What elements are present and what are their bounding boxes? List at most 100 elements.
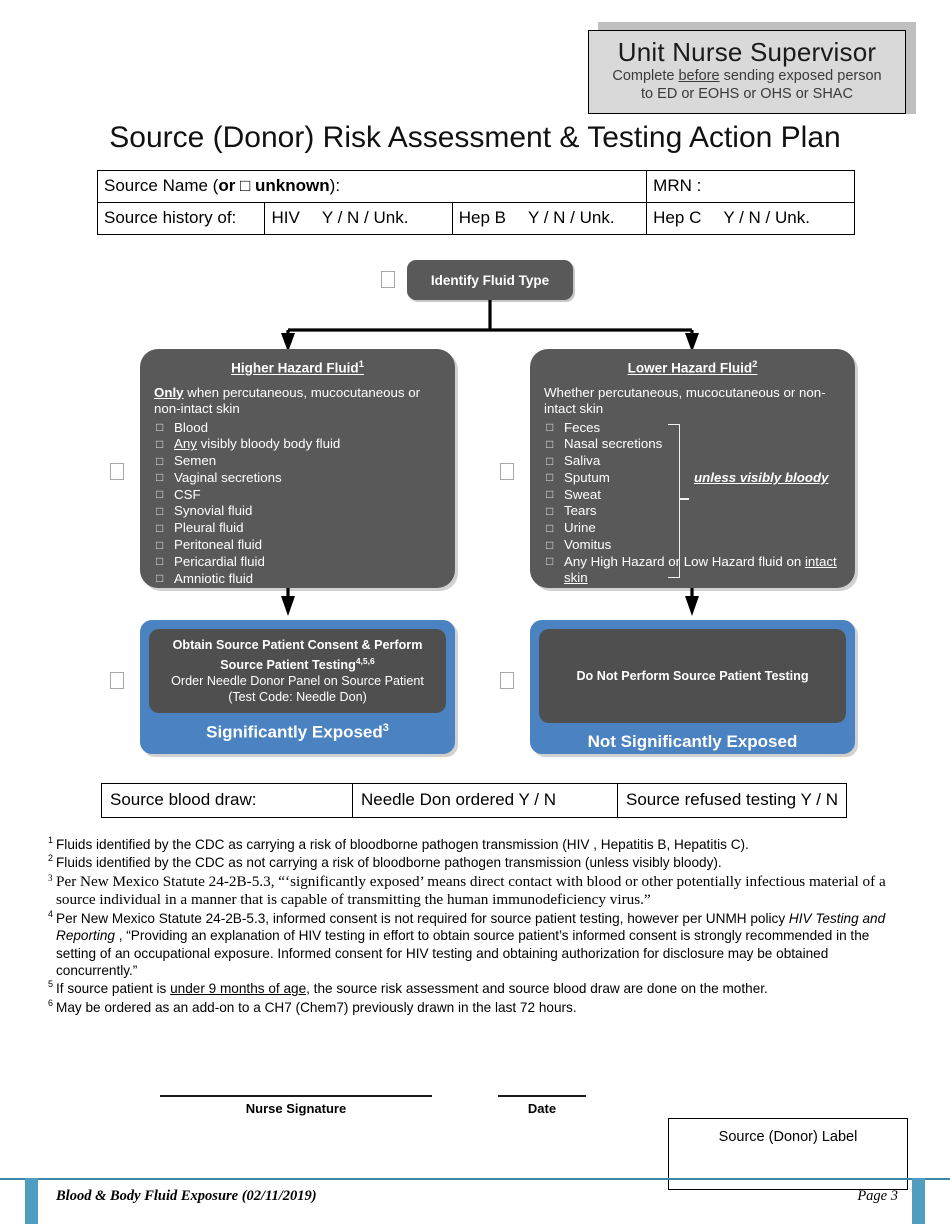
list-item-label: Feces (564, 419, 601, 435)
higher-hazard-fluid-box: Higher Hazard Fluid1 Only when percutane… (140, 349, 455, 588)
hiv-label: HIV (271, 208, 300, 227)
source-name-unknown-checkbox-label[interactable]: or □ unknown (218, 176, 330, 195)
action-line-1: Obtain Source Patient Consent & Perform (172, 637, 423, 652)
footer-accent-bar-left (25, 1178, 38, 1224)
hepb-label: Hep B (458, 208, 506, 227)
unless-visibly-bloody-bracket (668, 424, 680, 578)
higher-hazard-lead-emphasis: Only (154, 384, 184, 400)
date-label: Date (527, 1101, 557, 1116)
source-name-cell[interactable]: Source Name (or □ unknown): (96, 170, 648, 203)
list-item[interactable]: CSF (154, 486, 441, 504)
action-line-2-superscript: 4,5,6 (355, 655, 375, 666)
list-item[interactable]: Amniotic fluid (154, 570, 441, 588)
list-item-label: Synovial fluid (174, 503, 253, 519)
list-item-label: CSF (174, 486, 201, 502)
action-line-2: Source Patient Testing4,5,6 (220, 653, 374, 673)
list-item[interactable]: Synovial fluid (154, 503, 441, 520)
mrn-label: MRN : (653, 176, 702, 195)
significantly-exposed-actions: Obtain Source Patient Consent & Perform … (149, 629, 446, 713)
list-item[interactable]: Nasal secretions (544, 436, 841, 453)
list-item-label: Nasal secretions (564, 436, 663, 452)
higher-hazard-lead: Only when percutaneous, mucocutaneous or… (154, 385, 441, 418)
banner-sub-post: sending exposed person (719, 68, 882, 84)
hiv-history-cell[interactable]: HIV Y / N / Unk. (264, 202, 453, 235)
checkbox-higher-hazard-fluid[interactable] (110, 463, 124, 480)
banner-subtitle-line1: Complete before sending exposed person (589, 67, 905, 85)
mrn-cell[interactable]: MRN : (646, 170, 855, 203)
unless-visibly-bloody-note: unless visibly bloody (694, 470, 829, 485)
list-item[interactable]: Sputum (544, 469, 841, 487)
list-item[interactable]: Peritoneal fluid (154, 537, 441, 554)
hepc-options[interactable]: Y / N / Unk. (723, 208, 810, 227)
footer-document-title: Blood & Body Fluid Exposure (02/11/2019) (56, 1188, 317, 1204)
source-refused-testing-cell[interactable]: Source refused testing Y / N (617, 783, 847, 818)
checkbox-significantly-exposed[interactable] (110, 672, 124, 689)
list-item[interactable]: Saliva (544, 453, 841, 470)
list-item[interactable]: Feces (544, 419, 841, 437)
list-item[interactable]: Vaginal secretions (154, 469, 441, 487)
higher-hazard-title-text: Higher Hazard Fluid (231, 360, 359, 376)
list-item[interactable]: Pleural fluid (154, 520, 441, 537)
hepb-history-cell[interactable]: Hep B Y / N / Unk. (451, 202, 648, 235)
not-significantly-exposed-label: Not Significantly Exposed (587, 732, 798, 751)
nurse-signature-line[interactable] (160, 1095, 432, 1097)
source-donor-label-text: Source (Donor) Label (718, 1129, 858, 1145)
needle-don-ordered-cell[interactable]: Needle Don ordered Y / N (352, 783, 618, 818)
list-item[interactable]: Tears (544, 503, 841, 520)
footnote-2-marker: 2 (48, 853, 54, 864)
lower-hazard-fluid-list: Feces Nasal secretions Saliva Sputum Swe… (544, 419, 841, 587)
list-item-label: Urine (564, 520, 596, 536)
significantly-exposed-label: Significantly Exposed3 (149, 722, 446, 743)
source-history-label: Source history of: (96, 202, 266, 235)
list-item[interactable]: Blood (154, 419, 441, 437)
footnote-3-marker: 3 (48, 872, 53, 883)
list-item[interactable]: Pericardial fluid (154, 553, 441, 571)
checkbox-identify-fluid-type[interactable] (381, 271, 395, 288)
source-blood-draw-table: Source blood draw: Needle Don ordered Y … (101, 783, 847, 818)
lower-hazard-fluid-box: Lower Hazard Fluid2 Whether percutaneous… (530, 349, 855, 588)
source-name-label: Source Name ( (104, 176, 219, 195)
list-item-emphasis: Any (174, 436, 197, 452)
list-item-label: Tears (564, 503, 597, 519)
list-item[interactable]: Sweat (544, 486, 841, 504)
table-row-source-history: Source history of: HIV Y / N / Unk. Hep B… (96, 202, 855, 235)
list-item-label: Saliva (564, 453, 601, 469)
action-line-2-text: Source Patient Testing (220, 658, 356, 673)
higher-hazard-fluid-list: Blood Any visibly bloody body fluid Seme… (154, 419, 441, 588)
higher-hazard-lead-rest: when percutaneous, mucocutaneous or non-… (154, 384, 421, 417)
source-blood-draw-label: Source blood draw: (101, 783, 353, 818)
lower-hazard-title-superscript: 2 (752, 359, 758, 370)
unless-visibly-bloody-bracket-nub (680, 498, 689, 500)
checkbox-not-significantly-exposed[interactable] (500, 672, 514, 689)
hepb-options[interactable]: Y / N / Unk. (527, 208, 615, 227)
list-item-label: Sputum (564, 469, 610, 485)
date-line[interactable] (498, 1095, 586, 1097)
list-item-intact-skin[interactable]: Any High Hazard or Low Hazard fluid on i… (544, 553, 841, 587)
list-item-emphasis: intact skin (564, 553, 837, 586)
list-item-label: Sweat (564, 486, 601, 502)
table-row: Source blood draw: Needle Don ordered Y … (101, 783, 847, 818)
lower-hazard-lead: Whether percutaneous, mucocutaneous or n… (544, 384, 826, 417)
footnote-4-text-c: , “Providing an explanation of HIV testi… (56, 928, 870, 979)
hiv-options[interactable]: Y / N / Unk. (321, 208, 409, 227)
list-item[interactable]: Semen (154, 453, 441, 470)
footer-rule (0, 1178, 950, 1180)
list-item[interactable]: Vomitus (544, 537, 841, 554)
lower-hazard-title: Lower Hazard Fluid2 (544, 359, 841, 376)
list-item-label: Semen (174, 453, 217, 469)
list-item[interactable]: Any visibly bloody body fluid (154, 436, 441, 453)
checkbox-lower-hazard-fluid[interactable] (500, 463, 514, 480)
source-donor-label-box[interactable]: Source (Donor) Label (668, 1118, 908, 1190)
footnote-4-policy-title: HIV Testing and Reporting (56, 910, 886, 944)
footnote-4-marker: 4 (48, 908, 54, 919)
footnote-5-emphasis: under 9 months of age (170, 981, 307, 997)
list-item[interactable]: Urine (544, 520, 841, 537)
footnote-5-text-c: , the source risk assessment and source … (306, 981, 768, 997)
identify-fluid-type-node[interactable]: Identify Fluid Type (407, 260, 573, 300)
